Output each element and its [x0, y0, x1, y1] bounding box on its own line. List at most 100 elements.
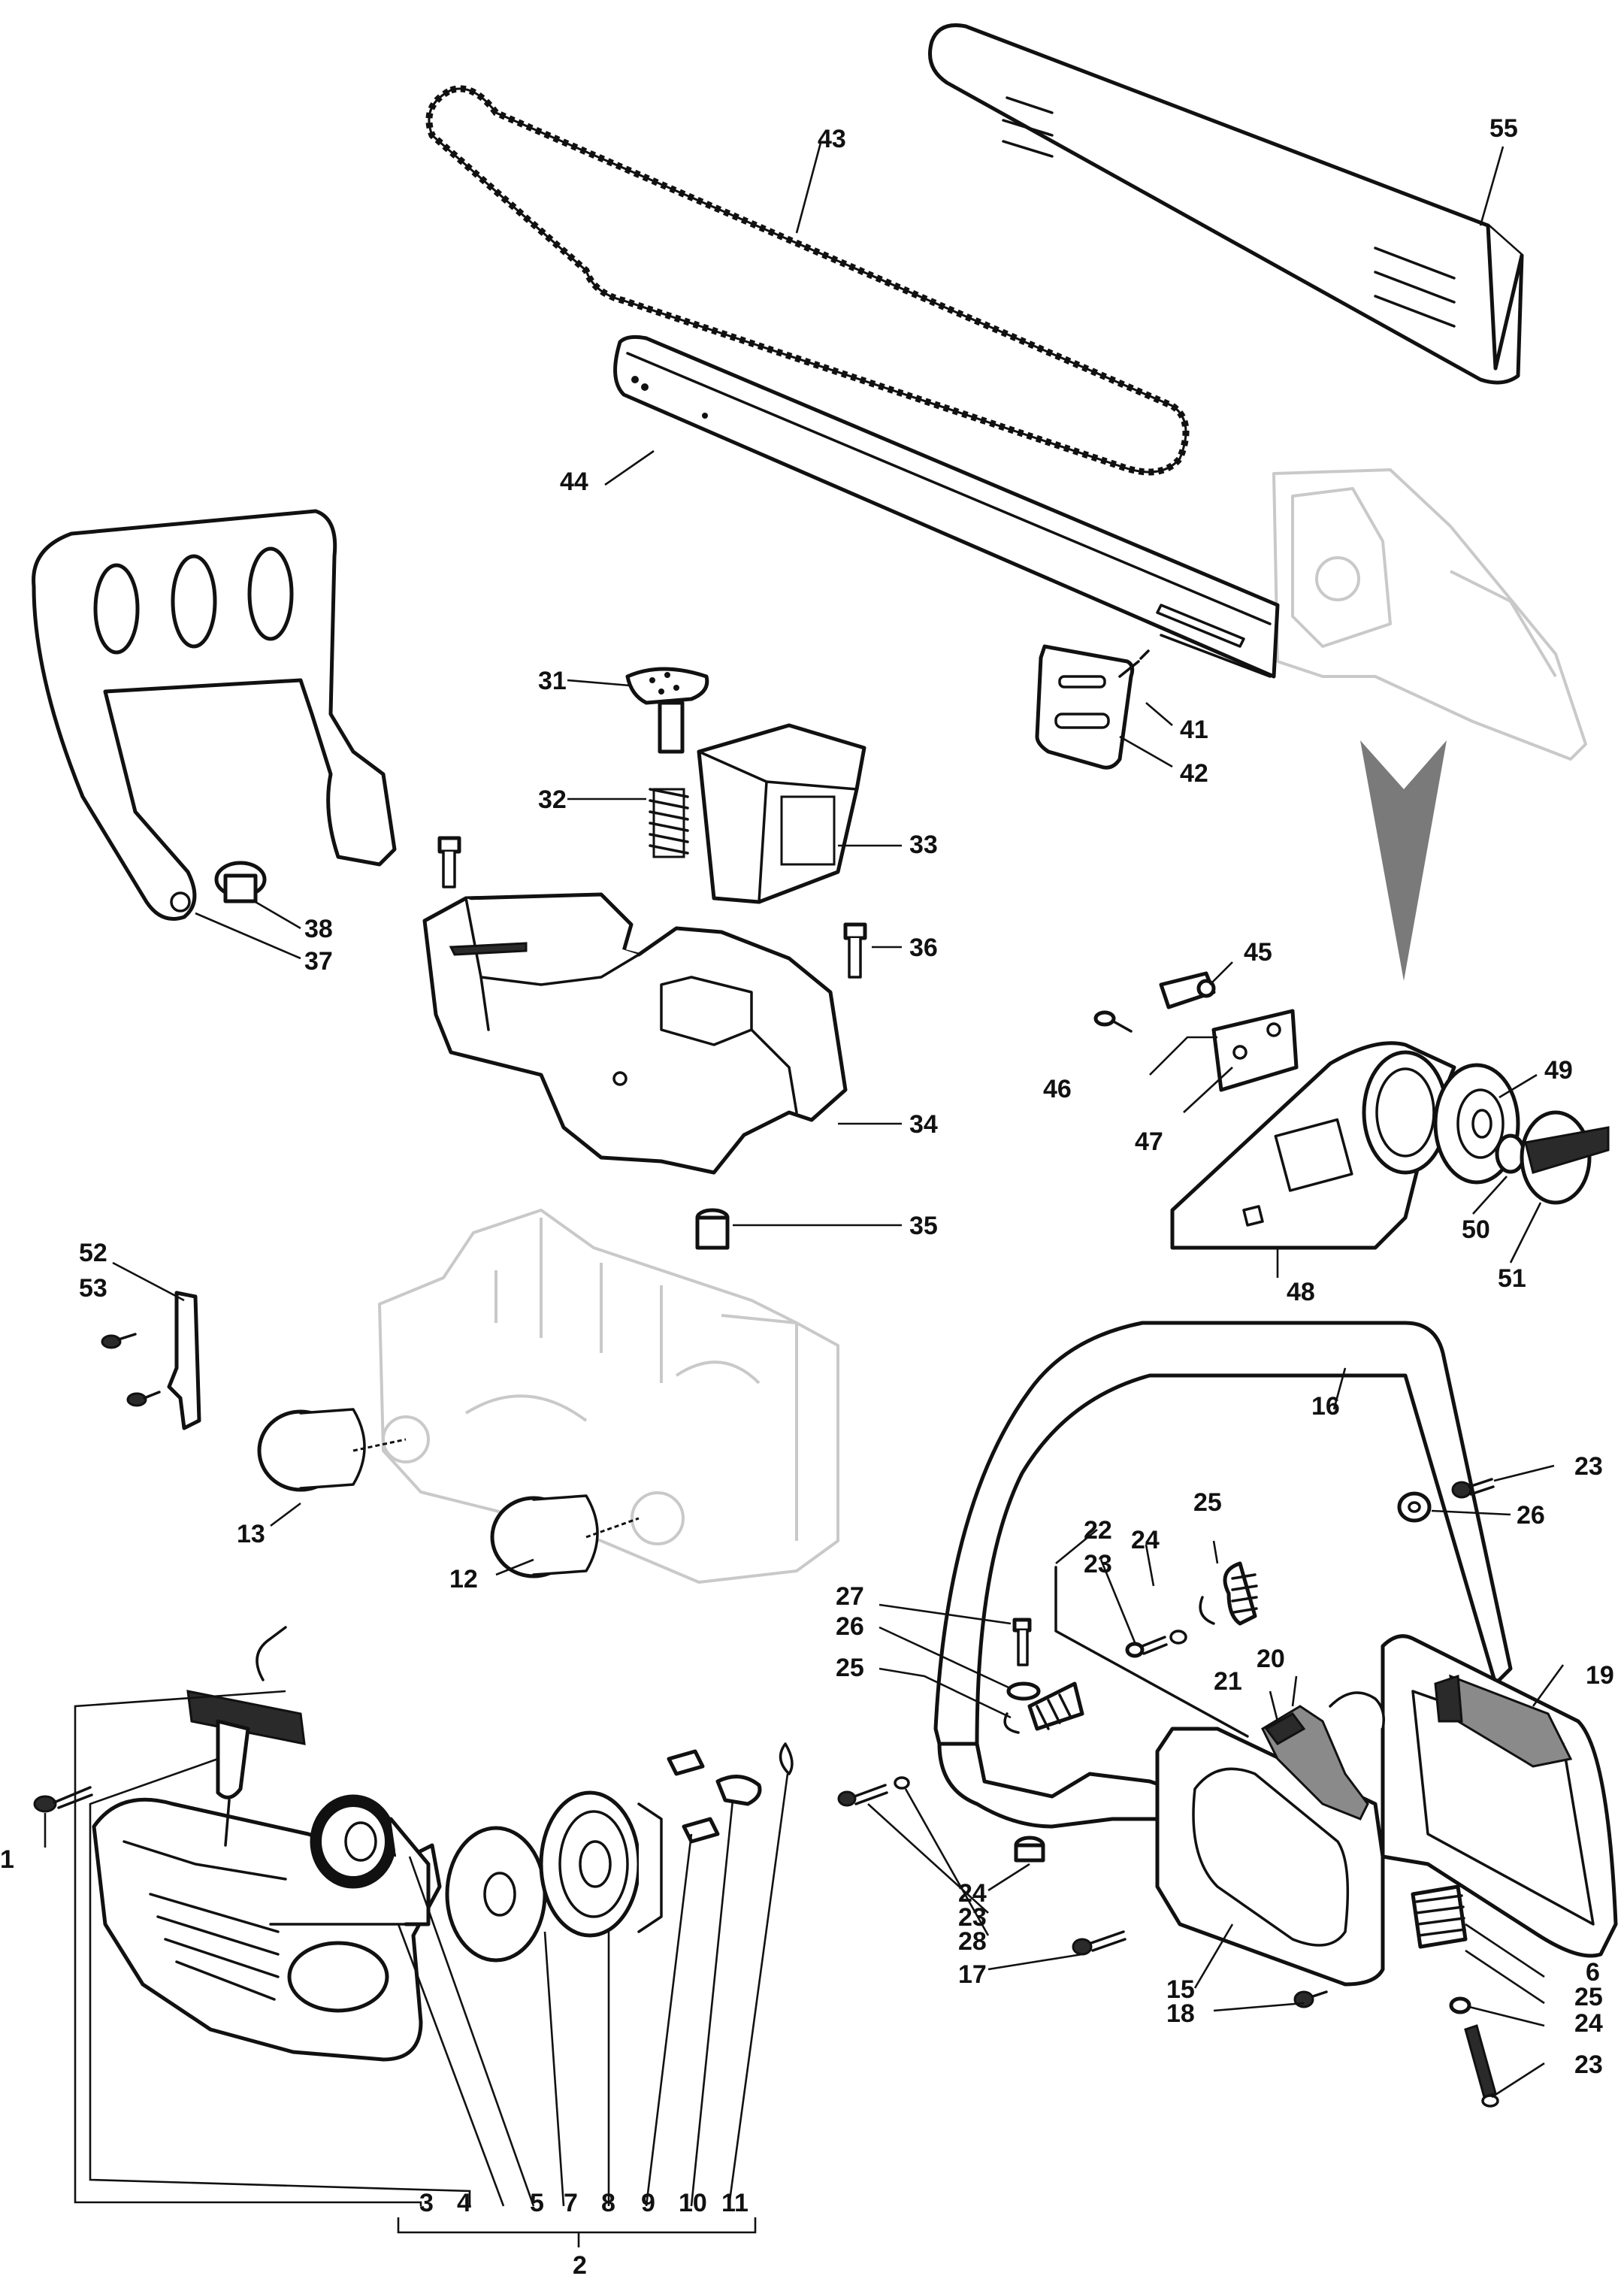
screw-46: [1093, 1010, 1133, 1033]
label-5: 5: [530, 2189, 544, 2217]
screw-23-bottom: [1464, 2024, 1499, 2108]
air-filter-33: [697, 723, 866, 904]
label-23-top: 23: [1084, 1550, 1112, 1578]
label-27: 27: [836, 1582, 864, 1611]
engine-body-ghost: [378, 1209, 839, 1584]
label-23-mid: 23: [958, 1903, 987, 1932]
label-15: 15: [1166, 1975, 1195, 2004]
label-1: 1: [0, 1845, 14, 1874]
screw-17: [1072, 1930, 1127, 1956]
leader-lines: [44, 142, 1565, 2247]
label-41: 41: [1180, 716, 1208, 744]
cover-wheel-large: [1362, 1050, 1449, 1175]
label-12: 12: [449, 1565, 478, 1593]
top-cover-34: [422, 892, 848, 1175]
label-51: 51: [1498, 1264, 1526, 1293]
spring-20: [1329, 1691, 1385, 1730]
assembly-arrow-notch: [1360, 740, 1447, 789]
label-35: 35: [909, 1212, 938, 1240]
handle-cover-15: [1155, 1727, 1385, 1987]
label-20: 20: [1257, 1645, 1285, 1673]
washer-24-bottom: [1449, 1996, 1471, 2014]
screw-41: [1118, 649, 1150, 678]
starter-spring-5: [310, 1794, 431, 1926]
label-50: 50: [1462, 1215, 1490, 1244]
screw-36: [843, 922, 867, 979]
label-43: 43: [818, 125, 846, 153]
label-6: 6: [1586, 1958, 1600, 1987]
label-23-right: 23: [1574, 1452, 1603, 1481]
label-26-right: 26: [1517, 1501, 1545, 1530]
drum-12: [490, 1494, 640, 1578]
label-8: 8: [601, 2189, 615, 2217]
label-16: 16: [1311, 1392, 1340, 1421]
screw-27: [1006, 1618, 1041, 1701]
pulley-8: [539, 1790, 663, 1938]
trigger-21: [1261, 1705, 1369, 1820]
label-11: 11: [721, 2189, 748, 2217]
bar-cover-55: [928, 23, 1524, 385]
spring-32: [649, 788, 689, 858]
label-25-left: 25: [836, 1654, 864, 1682]
label-53: 53: [79, 1274, 107, 1303]
assembly-arrow: [1360, 740, 1447, 981]
label-18: 18: [1166, 1999, 1195, 2028]
label-3: 3: [419, 2189, 434, 2217]
label-46: 46: [1043, 1075, 1072, 1103]
label-44: 44: [560, 468, 588, 496]
label-24-mid: 24: [958, 1879, 987, 1908]
guide-bar-44: [613, 334, 1280, 679]
label-21: 21: [1214, 1667, 1242, 1696]
screw-23-right: [1451, 1478, 1495, 1499]
screw-53: [101, 1333, 161, 1407]
part-labels: 43 55 44 31 32 33 36 34 35 38 37 41 42 4…: [0, 114, 1614, 2280]
label-38: 38: [304, 915, 333, 943]
label-47: 47: [1135, 1127, 1163, 1156]
label-7: 7: [564, 2189, 578, 2217]
spring-25a: [1199, 1561, 1258, 1626]
label-36: 36: [909, 934, 938, 962]
label-23-bottom: 23: [1574, 2050, 1603, 2079]
knob-51: [1520, 1110, 1610, 1205]
label-22: 22: [1084, 1516, 1112, 1545]
plate-47: [1211, 1009, 1299, 1092]
drum-13: [257, 1408, 407, 1492]
label-37: 37: [304, 947, 333, 976]
label-49: 49: [1544, 1056, 1573, 1085]
bar-plate-42: [1035, 644, 1135, 770]
label-17: 17: [958, 1960, 987, 1989]
label-34: 34: [909, 1110, 938, 1139]
label-26-left: 26: [836, 1612, 864, 1641]
bushing-38: [214, 861, 267, 903]
label-9: 9: [641, 2189, 655, 2217]
label-10: 10: [679, 2189, 707, 2217]
label-25-bottom: 25: [1574, 1983, 1603, 2011]
label-28: 28: [958, 1927, 987, 1956]
label-19: 19: [1586, 1661, 1614, 1690]
screw-23-left: [837, 1776, 910, 1807]
front-hand-guard-37: [32, 509, 397, 921]
nut-50: [1495, 1133, 1526, 1174]
pawls-9: [667, 1749, 720, 1844]
label-2: 2: [573, 2251, 587, 2280]
bushing-35: [695, 1208, 730, 1250]
saw-chain-43: [425, 85, 1190, 476]
label-52: 52: [79, 1239, 107, 1267]
nut-28: [1014, 1836, 1045, 1863]
spring-clip-11: [779, 1742, 794, 1775]
handle-rear-19: [1381, 1634, 1618, 1958]
oil-cap-31: [625, 667, 709, 754]
spring-25b: [1003, 1681, 1084, 1734]
label-4: 4: [457, 2189, 471, 2217]
plate-52: [167, 1291, 201, 1430]
slider-45: [1159, 971, 1216, 1009]
label-45: 45: [1244, 938, 1272, 967]
screw-34-top: [437, 836, 461, 888]
label-25-top: 25: [1193, 1488, 1222, 1517]
label-55: 55: [1489, 114, 1518, 143]
label-31: 31: [538, 667, 567, 695]
washer-7: [445, 1826, 547, 1963]
label-13: 13: [237, 1520, 265, 1548]
label-48: 48: [1287, 1278, 1315, 1306]
